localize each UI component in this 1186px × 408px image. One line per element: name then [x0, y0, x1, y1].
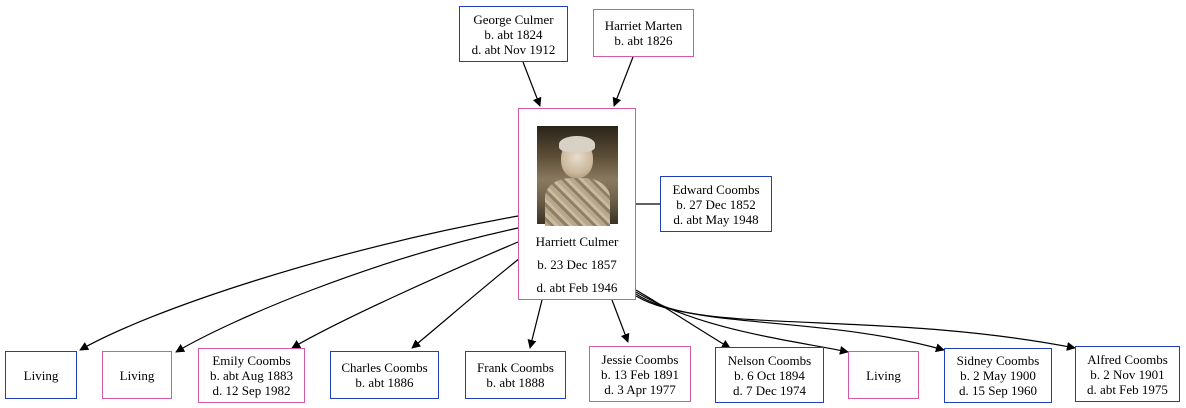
- person-name: Harriett Culmer: [535, 234, 619, 249]
- person-card-spouse[interactable]: Edward Coombs b. 27 Dec 1852 d. abt May …: [660, 176, 772, 232]
- edge-child-5: [527, 299, 543, 349]
- edge-child-3: [291, 241, 519, 349]
- person-death: d. abt Feb 1975: [1087, 381, 1168, 397]
- person-birth: b. abt 1824: [484, 26, 543, 42]
- person-card-child-10[interactable]: Alfred Coombs b. 2 Nov 1901 d. abt Feb 1…: [1075, 346, 1180, 402]
- person-death: d. abt Nov 1912: [471, 41, 556, 57]
- person-card-child-8[interactable]: Living: [848, 351, 919, 399]
- edge-father-to-subject: [522, 61, 542, 107]
- portrait-photo-icon: [536, 126, 618, 226]
- person-death: d. abt May 1948: [673, 211, 759, 227]
- person-birth: b. abt 1826: [614, 33, 673, 48]
- person-birth: b. 2 Nov 1901: [1090, 366, 1165, 382]
- person-name: Nelson Coombs: [727, 352, 812, 368]
- person-card-child-1[interactable]: Living: [5, 351, 77, 399]
- person-birth: b. 23 Dec 1857: [537, 257, 617, 272]
- person-death: d. 3 Apr 1977: [604, 381, 676, 397]
- person-death: d. 15 Sep 1960: [959, 383, 1037, 398]
- person-birth: b. 13 Feb 1891: [601, 366, 679, 382]
- edge-child-9: [635, 293, 945, 353]
- person-death: d. 12 Sep 1982: [212, 383, 291, 398]
- person-birth: b. abt 1886: [355, 375, 414, 390]
- edge-child-8: [635, 291, 849, 355]
- edge-child-10: [635, 295, 1076, 351]
- edge-child-6: [611, 299, 630, 343]
- person-card-child-2[interactable]: Living: [102, 351, 172, 399]
- person-name: Sidney Coombs: [956, 353, 1040, 368]
- person-card-mother[interactable]: Harriet Marten b. abt 1826: [593, 9, 694, 57]
- person-name: Jessie Coombs: [601, 351, 679, 367]
- person-card-child-3[interactable]: Emily Coombs b. abt Aug 1883 d. 12 Sep 1…: [198, 348, 305, 403]
- person-birth: b. 2 May 1900: [960, 368, 1036, 383]
- person-card-subject[interactable]: Harriett Culmer b. 23 Dec 1857 d. abt Fe…: [518, 108, 636, 300]
- person-name: Emily Coombs: [212, 353, 291, 368]
- person-birth: b. 6 Oct 1894: [734, 367, 805, 383]
- edge-child-7: [635, 289, 731, 349]
- person-name: Alfred Coombs: [1087, 351, 1168, 367]
- edge-child-1: [79, 215, 519, 351]
- person-card-father[interactable]: George Culmer b. abt 1824 d. abt Nov 191…: [459, 6, 568, 62]
- person-birth: b. abt 1888: [486, 375, 545, 390]
- person-death: d. 7 Dec 1974: [733, 382, 806, 398]
- person-card-child-9[interactable]: Sidney Coombs b. 2 May 1900 d. 15 Sep 19…: [944, 348, 1052, 403]
- person-card-child-4[interactable]: Charles Coombs b. abt 1886: [330, 351, 439, 399]
- person-name: Living: [23, 367, 59, 383]
- person-birth: b. abt Aug 1883: [209, 368, 294, 383]
- person-name: Charles Coombs: [341, 360, 428, 375]
- person-death: d. abt Feb 1946: [536, 280, 618, 295]
- edge-child-2: [175, 227, 519, 353]
- person-name: Living: [866, 367, 901, 383]
- person-card-child-7[interactable]: Nelson Coombs b. 6 Oct 1894 d. 7 Dec 197…: [715, 347, 824, 403]
- edge-mother-to-subject: [612, 56, 634, 107]
- person-name: Harriet Marten: [604, 18, 683, 33]
- person-name: Living: [119, 367, 155, 383]
- person-name: Frank Coombs: [477, 360, 554, 375]
- person-card-child-5[interactable]: Frank Coombs b. abt 1888: [465, 351, 566, 399]
- person-name: Edward Coombs: [672, 181, 760, 197]
- person-birth: b. 27 Dec 1852: [676, 196, 756, 212]
- person-card-child-6[interactable]: Jessie Coombs b. 13 Feb 1891 d. 3 Apr 19…: [589, 346, 691, 402]
- person-name: George Culmer: [473, 11, 554, 27]
- edge-child-4: [411, 257, 521, 349]
